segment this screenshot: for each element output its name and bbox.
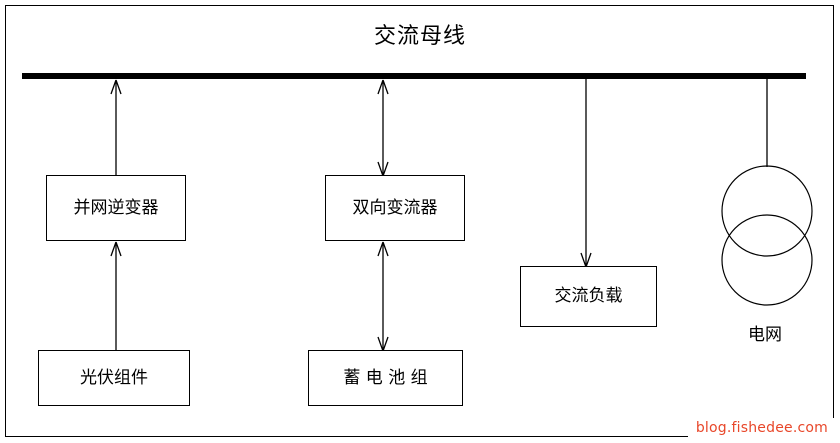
arrowhead-converter-to-bus-down xyxy=(377,161,389,177)
node-battery-bank[interactable]: 蓄 电 池 组 xyxy=(308,350,463,406)
figure-border xyxy=(5,5,834,437)
arrowhead-bus-to-ac-load-down xyxy=(580,252,592,268)
node-label-pv-modules: 光伏组件 xyxy=(80,367,148,388)
arrowhead-battery-to-converter-up xyxy=(377,241,389,257)
node-ac-load[interactable]: 交流负载 xyxy=(520,266,657,327)
arrowhead-converter-to-bus-up xyxy=(377,79,389,95)
arrowhead-pv-to-inverter-up xyxy=(110,241,122,257)
node-bidirectional-converter[interactable]: 双向变流器 xyxy=(325,175,465,241)
node-label-power-grid: 电网 xyxy=(748,325,782,345)
node-label-grid-tied-inverter: 并网逆变器 xyxy=(73,197,159,218)
node-grid-tied-inverter[interactable]: 并网逆变器 xyxy=(46,175,186,241)
watermark-label: blog.fishedee.com xyxy=(687,418,836,439)
node-label-battery-bank: 蓄 电 池 组 xyxy=(343,367,428,388)
arrowhead-battery-to-converter-down xyxy=(377,336,389,352)
grid-transformer-circle-bottom xyxy=(721,214,813,306)
grid-transformer-circle-top xyxy=(721,165,813,257)
bus-title-label: 交流母线 xyxy=(373,24,466,49)
node-label-bidirectional-converter: 双向变流器 xyxy=(352,197,438,218)
arrowhead-inverter-to-bus-up xyxy=(110,79,122,95)
node-pv-modules[interactable]: 光伏组件 xyxy=(38,350,190,406)
node-label-ac-load: 交流负载 xyxy=(554,286,623,306)
